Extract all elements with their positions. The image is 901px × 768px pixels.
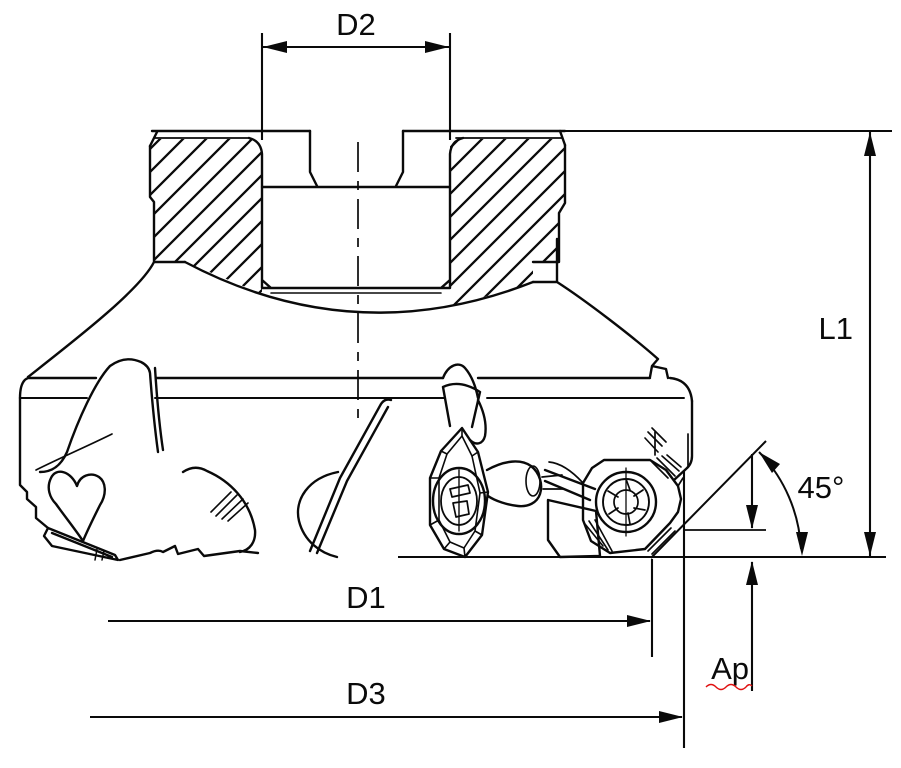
- serrations: [584, 427, 682, 555]
- left-wiper-insert: [42, 526, 120, 562]
- d1-label: D1: [346, 580, 386, 615]
- mid-lobe: [181, 466, 257, 554]
- section-hatch-areas: [151, 139, 565, 306]
- angle-45-label: 45°: [798, 470, 845, 505]
- dimension-angle-45: [650, 440, 808, 559]
- center-pocket: [441, 363, 487, 445]
- head-right-edge: [672, 399, 694, 482]
- center-insert-screw: [431, 466, 487, 536]
- shank-right-profile: [531, 143, 670, 380]
- d2-label: D2: [336, 7, 376, 42]
- arbor-bore: [260, 185, 452, 290]
- dimension-ap: [683, 454, 766, 691]
- center-clamp: [485, 460, 543, 508]
- cutter-body: [18, 129, 694, 562]
- dimension-d3: [90, 471, 686, 748]
- counterbore: [247, 136, 465, 189]
- flute-2: [308, 398, 393, 555]
- l1-label: L1: [819, 311, 853, 346]
- right-insert: [581, 458, 683, 555]
- body-underside-arc: [183, 260, 535, 314]
- flute-1: [38, 358, 165, 474]
- shank-left-profile: [26, 144, 187, 379]
- head-rim-top: [18, 376, 694, 403]
- center-insert: [428, 426, 490, 559]
- dimension-d2: [260, 33, 452, 140]
- connector-lobe: [543, 468, 602, 559]
- dimension-d1: [108, 559, 654, 657]
- dimension-l1: [565, 129, 892, 556]
- head-bottom-edge: [118, 544, 260, 562]
- dimensions: [90, 33, 892, 748]
- d3-label: D3: [346, 676, 386, 711]
- ap-label: Ap: [711, 651, 749, 686]
- mid-pocket: [296, 470, 340, 559]
- ap-spellcheck-squiggle: [705, 683, 753, 691]
- drive-slot: [308, 129, 405, 188]
- head-left-edge: [18, 396, 50, 530]
